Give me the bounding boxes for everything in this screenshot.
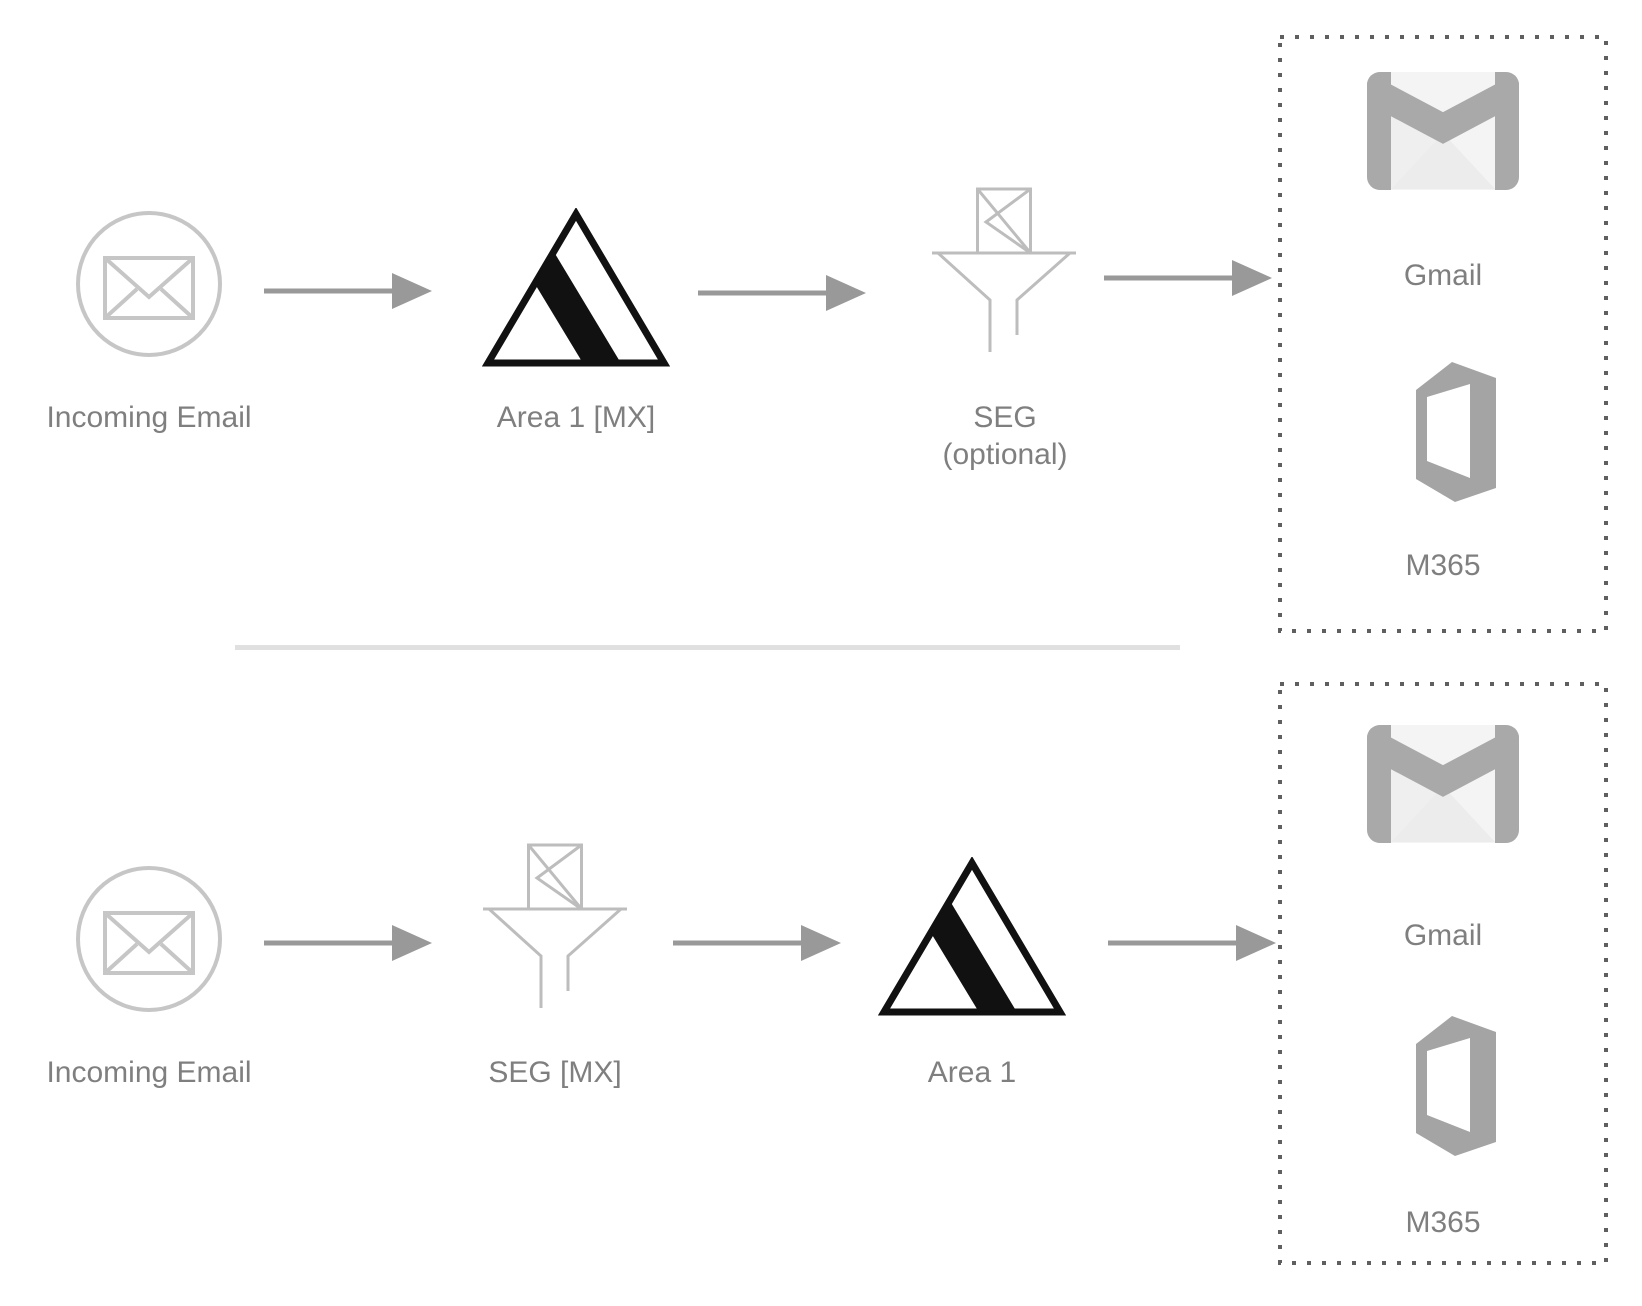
gmail-icon (1366, 71, 1520, 191)
seg-mx-label: SEG [MX] (488, 1056, 622, 1089)
dotted-border (1278, 35, 1608, 633)
area1-triangle-logo (482, 208, 670, 370)
seg-funnel-icon (481, 841, 629, 1011)
seg-label: SEG (973, 401, 1037, 434)
dotted-border (1278, 682, 1608, 1265)
arrow-right-icon (1108, 921, 1278, 965)
arrow-right-icon (264, 921, 434, 965)
incoming-email-icon (74, 209, 224, 359)
section-divider (235, 645, 1180, 650)
area1-triangle-logo (878, 857, 1066, 1019)
arrow-right-icon (673, 921, 843, 965)
gmail-icon (1366, 724, 1520, 844)
incoming-email-icon (74, 864, 224, 1014)
arrow-right-icon (264, 269, 434, 313)
arrow-right-icon (1104, 256, 1274, 300)
m365-label: M365 (1405, 549, 1481, 582)
area1-label: Area 1 (927, 1056, 1017, 1089)
gmail-label: Gmail (1403, 919, 1483, 952)
incoming-email-label: Incoming Email (46, 401, 252, 434)
destinations-box (1278, 682, 1608, 1265)
arrow-right-icon (698, 271, 868, 315)
seg-optional-label: (optional) (942, 438, 1068, 471)
area1-mx-label: Area 1 [MX] (496, 401, 656, 434)
gmail-label: Gmail (1403, 259, 1483, 292)
m365-icon (1381, 358, 1505, 506)
incoming-email-label: Incoming Email (46, 1056, 252, 1089)
m365-label: M365 (1405, 1206, 1481, 1239)
seg-funnel-icon (930, 185, 1078, 355)
m365-icon (1381, 1012, 1505, 1160)
destinations-box (1278, 35, 1608, 633)
